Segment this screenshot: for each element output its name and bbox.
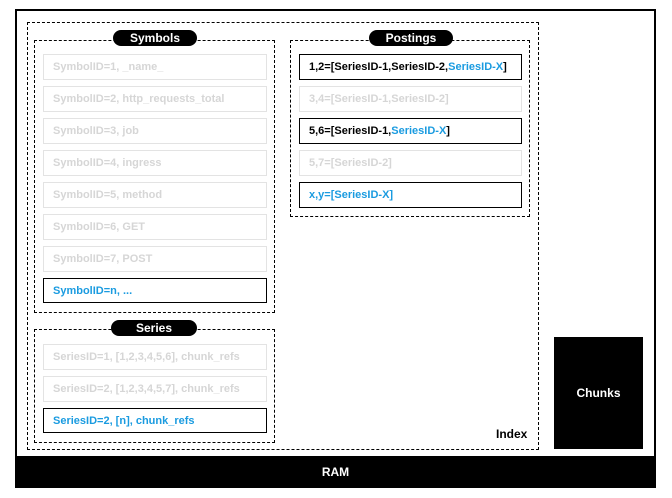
symbol-item: SymbolID=7, POST [43, 246, 267, 272]
posting-highlight: SeriesID-X [391, 125, 447, 137]
ram-bar: RAM [15, 456, 656, 488]
posting-highlight: SeriesID-X [448, 61, 504, 73]
series-item-new: SeriesID=2, [n], chunk_refs [43, 408, 267, 433]
index-box [27, 22, 539, 450]
symbol-item: SymbolID=1, _name_ [43, 54, 267, 80]
posting-item: 1,2=[SeriesID-1,SeriesID-2,SeriesID-X] [299, 54, 522, 80]
symbol-item: SymbolID=2, http_requests_total [43, 86, 267, 112]
posting-text: 3,4=[SeriesID-1,SeriesID-2] [309, 93, 449, 105]
chunks-box: Chunks [554, 337, 643, 449]
posting-item-new: x,y=[SeriesID-X] [299, 182, 522, 208]
symbols-group [34, 40, 275, 313]
symbol-item: SymbolID=5, method [43, 182, 267, 208]
index-label: Index [496, 427, 528, 441]
symbol-item: SymbolID=4, ingress [43, 150, 267, 176]
posting-highlight: x,y=[SeriesID-X] [309, 189, 394, 201]
posting-text: 5,7=[SeriesID-2] [309, 157, 392, 169]
posting-item: 5,6=[SeriesID-1, SeriesID-X] [299, 118, 522, 144]
series-item: SeriesID=1, [1,2,3,4,5,6], chunk_refs [43, 344, 267, 370]
series-item: SeriesID=2, [1,2,3,4,5,7], chunk_refs [43, 376, 267, 402]
posting-text: 5,6=[SeriesID-1, [309, 125, 392, 137]
posting-text-end: ] [503, 61, 507, 73]
symbol-item-new: SymbolID=n, ... [43, 278, 267, 303]
symbols-title: Symbols [113, 30, 197, 46]
posting-item: 5,7=[SeriesID-2] [299, 150, 522, 176]
symbol-item: SymbolID=6, GET [43, 214, 267, 240]
postings-title: Postings [369, 30, 453, 46]
ram-label: RAM [321, 465, 350, 479]
posting-text: 1,2=[SeriesID-1,SeriesID-2, [309, 61, 449, 73]
posting-item: 3,4=[SeriesID-1,SeriesID-2] [299, 86, 522, 112]
series-title: Series [111, 320, 197, 336]
posting-text-end: ] [446, 125, 450, 137]
symbol-item: SymbolID=3, job [43, 118, 267, 144]
chunks-label: Chunks [576, 386, 621, 400]
